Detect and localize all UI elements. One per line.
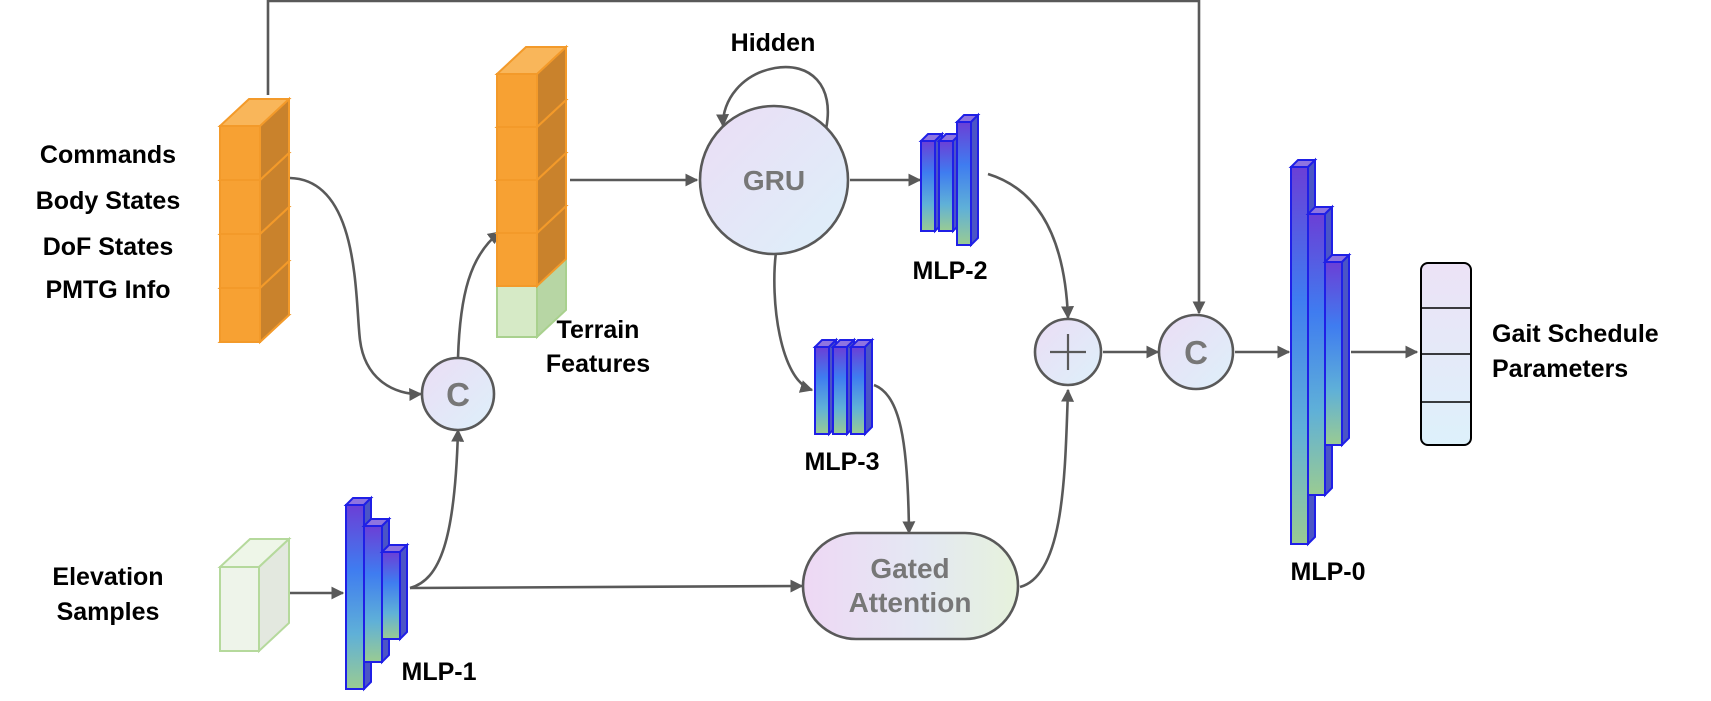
mlp-layer [954,112,981,248]
label-dof-states: DoF States [43,233,174,261]
mlp-0-block [1288,157,1352,547]
label-mlp-0: MLP-0 [1291,558,1366,586]
label-body-states: Body States [36,187,180,215]
terrain-feature-cube [494,44,569,130]
mlp-layer [1322,252,1352,448]
state-input-stack [217,96,292,345]
sum-node [1033,317,1103,387]
mlp-1-block [343,495,410,692]
edge-mlp3-to-gated [873,383,916,535]
label-commands: Commands [40,141,176,169]
skip-edge-commands-to-concat-2 [266,0,1206,315]
mlp-layer [379,542,410,642]
edge-states-to-concat-1 [289,176,423,401]
edge-mlp1-to-concat-1 [409,428,465,590]
state-cube [217,96,292,183]
mlp-2-block [918,112,981,248]
label-elevation-line1: Elevation [52,563,163,591]
mlp-layer [848,337,875,437]
edge-gru-hidden-loop [716,65,829,130]
gated-attention-node: Gated Attention [801,531,1020,641]
edge-mlp2-to-sum [987,172,1075,320]
label-terrain-line2: Features [546,350,650,378]
edge-concat-1-to-terrain [456,230,502,359]
concat-node-1-label: C [446,376,470,413]
gated-attention-label-line2: Attention [849,587,972,618]
gru-node: GRU [698,104,850,256]
label-elevation-line2: Samples [57,598,160,626]
output-vector [1420,262,1472,446]
label-terrain-line1: Terrain [557,316,640,344]
gru-label: GRU [743,165,805,196]
labels: Commands Body States DoF States PMTG Inf… [36,29,1659,686]
label-output-line1: Gait Schedule [1492,320,1659,348]
label-output-line2: Parameters [1492,355,1628,383]
mlp-3-block [812,337,875,437]
terrain-features-stack [494,44,569,340]
label-pmtg-info: PMTG Info [46,276,171,304]
terrain-feature-cube [496,256,567,340]
elevation-cube [217,536,292,654]
edges [266,0,1419,600]
concat-node-2: C [1157,313,1235,391]
concat-node-2-label: C [1184,334,1208,371]
concat-node-1: C [420,356,496,432]
plus-icon [1050,334,1086,370]
gated-attention-label-line1: Gated [870,553,949,584]
label-mlp-2: MLP-2 [913,257,988,285]
label-hidden: Hidden [731,29,816,57]
label-mlp-1: MLP-1 [402,658,477,686]
edge-gated-to-sum [1019,388,1075,589]
label-mlp-3: MLP-3 [805,448,880,476]
edge-gru-to-mlp3 [773,251,814,393]
edge-mlp1-to-gated [409,579,804,593]
